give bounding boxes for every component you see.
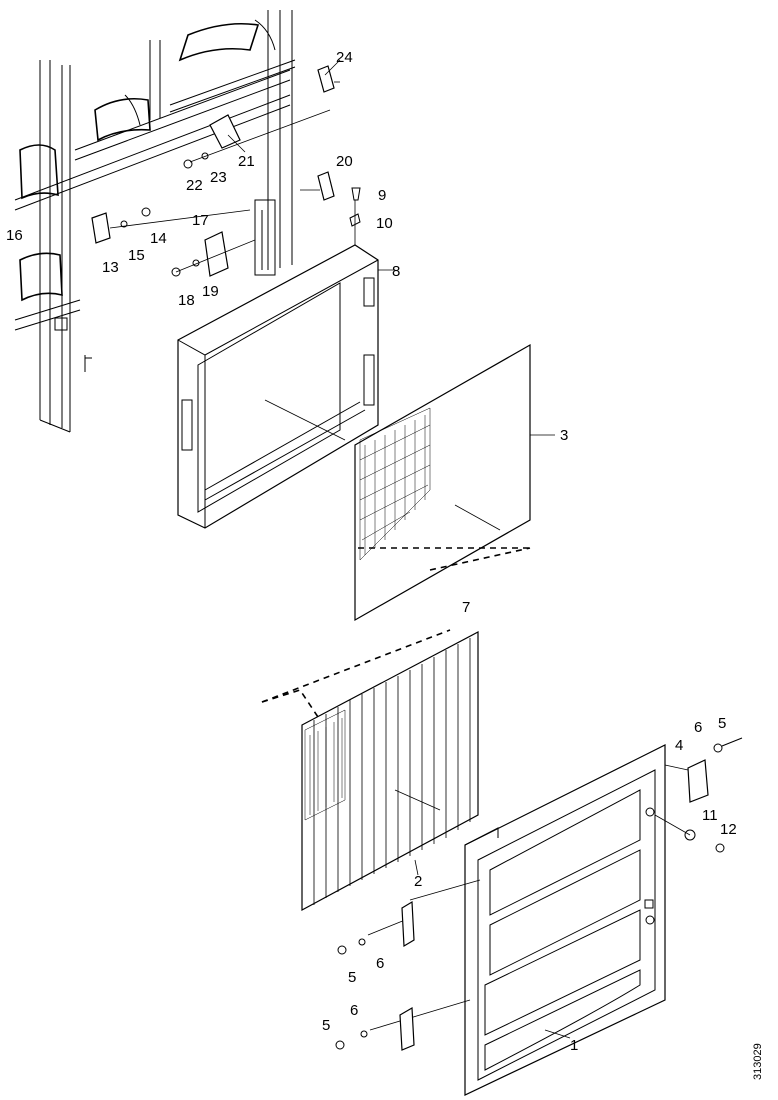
front-door-panel — [335, 744, 666, 1096]
document-number: 313029 — [752, 1043, 764, 1080]
callout-13: 13 — [102, 259, 119, 276]
callout-3: 3 — [560, 427, 568, 444]
callout-16: 16 — [6, 227, 23, 244]
callout-6c: 6 — [350, 1002, 358, 1019]
callout-1: 1 — [570, 1037, 578, 1054]
pleated-filter — [261, 629, 479, 912]
callout-17: 17 — [192, 212, 209, 229]
callout-14: 14 — [150, 230, 167, 247]
leader-lines — [227, 59, 571, 1039]
cabinet-frame — [14, 10, 296, 433]
callout-20: 20 — [336, 153, 353, 170]
callout-21: 21 — [238, 153, 255, 170]
callout-8: 8 — [392, 263, 400, 280]
callout-labels: 1 2 3 4 5 5 5 6 6 6 7 8 9 10 11 12 13 14… — [6, 49, 737, 1054]
callout-6b: 6 — [376, 955, 384, 972]
callout-2: 2 — [414, 873, 422, 890]
callout-10: 10 — [376, 215, 393, 232]
latch-hardware — [654, 737, 743, 853]
callout-15: 15 — [128, 247, 145, 264]
callout-9: 9 — [378, 187, 386, 204]
callout-5a: 5 — [718, 715, 726, 732]
callout-24: 24 — [336, 49, 353, 66]
callout-4: 4 — [675, 737, 683, 754]
callout-6a: 6 — [694, 719, 702, 736]
mesh-filter-sheet — [354, 343, 531, 622]
callout-18: 18 — [178, 292, 195, 309]
filter-frame — [177, 244, 379, 529]
callout-23: 23 — [210, 169, 227, 186]
callout-5b: 5 — [348, 969, 356, 986]
callout-11: 11 — [702, 807, 718, 824]
callout-5c: 5 — [322, 1017, 330, 1034]
callout-12: 12 — [720, 821, 737, 838]
callout-22: 22 — [186, 177, 203, 194]
callout-7: 7 — [462, 599, 470, 616]
callout-19: 19 — [202, 283, 219, 300]
